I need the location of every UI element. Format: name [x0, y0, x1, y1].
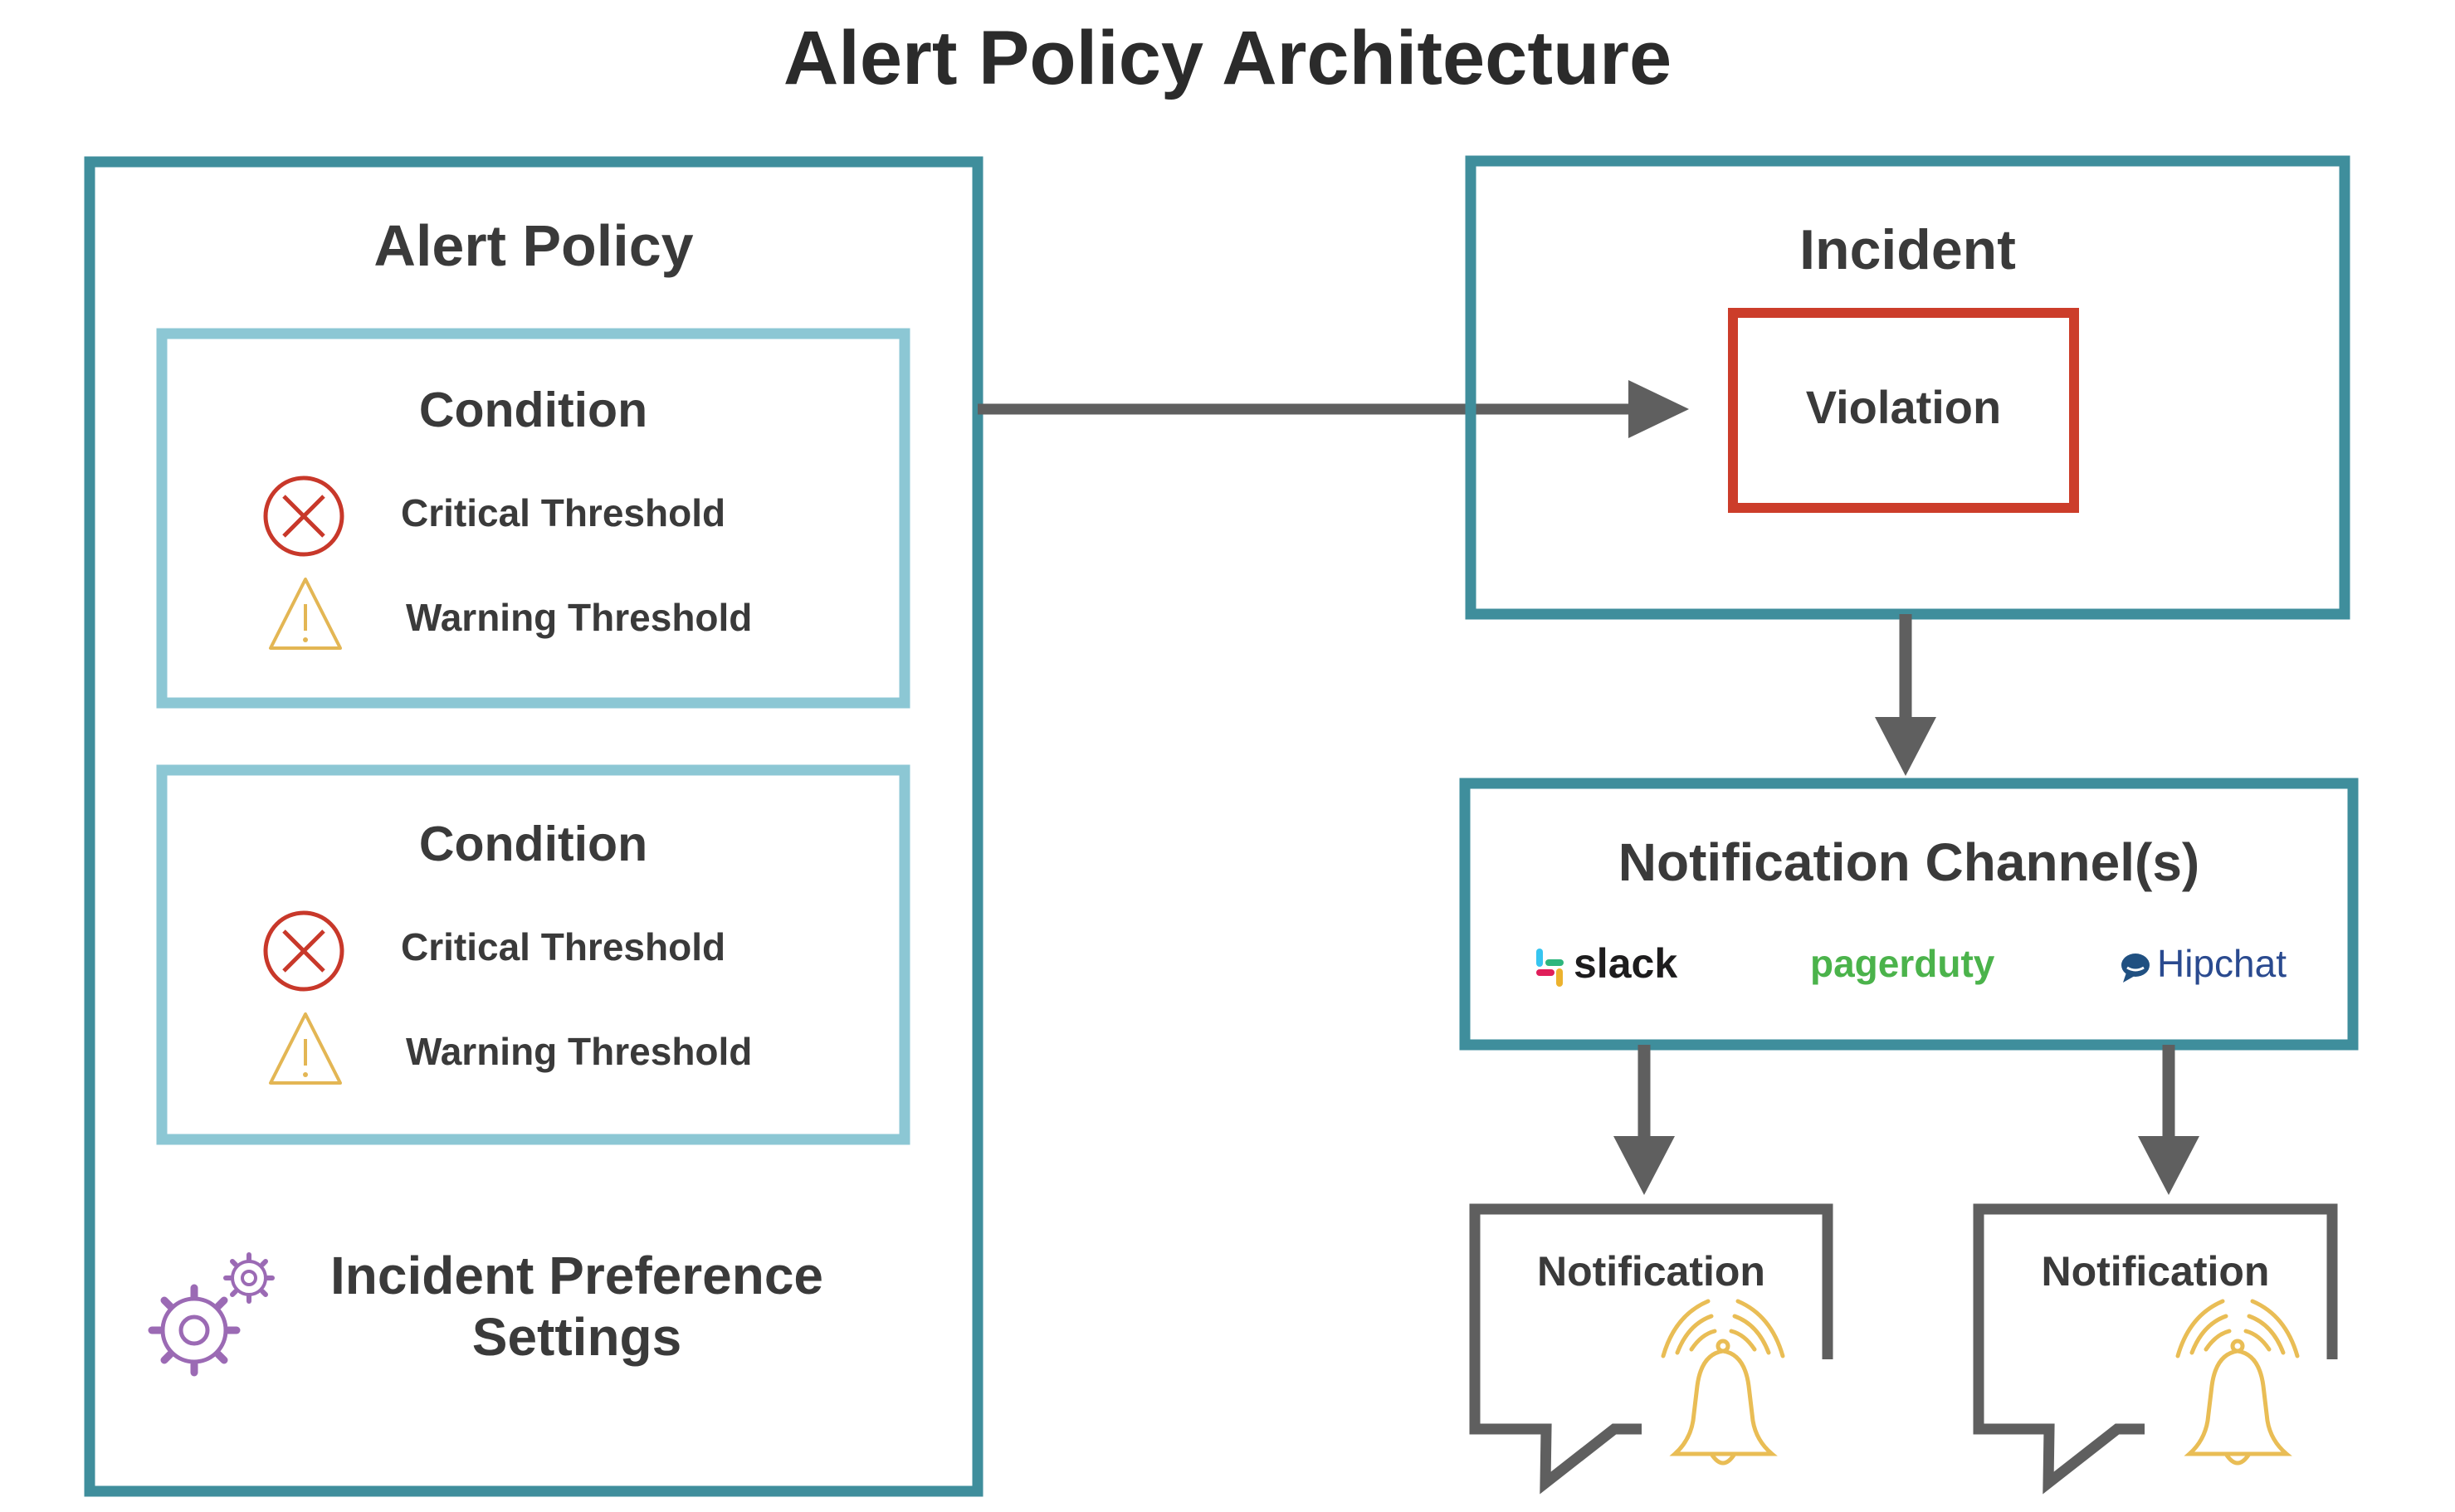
- incident-label: Incident: [1799, 218, 2016, 281]
- notification-channels-box: [1459, 778, 2359, 1051]
- warning-icon: [269, 578, 342, 650]
- condition-box-2: [156, 764, 910, 1145]
- notification-label: Notification: [1537, 1248, 1765, 1295]
- gear-small-icon: [223, 1252, 275, 1304]
- condition-box-1: [156, 328, 910, 709]
- notification-bubble-1: [1469, 1203, 1833, 1495]
- warning-threshold-label: Warning Threshold: [406, 1030, 753, 1073]
- notification-channels-label: Notification Channel(s): [1618, 832, 2200, 892]
- critical-icon: [263, 910, 344, 992]
- notification-bubble-2: [1973, 1203, 2338, 1495]
- slack-logo-icon: [1536, 949, 1564, 987]
- condition-label: Condition: [418, 817, 648, 871]
- bell-ringing-icon: [1661, 1299, 1785, 1466]
- violation-box: [1728, 308, 2079, 513]
- hipchat-label: Hipchat: [2157, 942, 2287, 985]
- critical-icon: [263, 476, 344, 557]
- gear-icon: [148, 1284, 241, 1377]
- critical-threshold-label: Critical Threshold: [401, 925, 726, 968]
- warning-threshold-label: Warning Threshold: [406, 596, 753, 639]
- channels-to-notification-arrow-1: [1613, 1045, 1675, 1195]
- bell-ringing-icon: [2175, 1299, 2300, 1466]
- page-title: Alert Policy Architecture: [783, 16, 1672, 100]
- policy-to-violation-arrow: [978, 380, 1689, 438]
- alert-policy-box: [84, 156, 983, 1497]
- slack-label: slack: [1574, 940, 1678, 987]
- notification-label: Notification: [2041, 1248, 2270, 1295]
- condition-label: Condition: [418, 383, 648, 437]
- incident-preference-label: Incident Preference: [330, 1246, 823, 1305]
- channels-to-notification-arrow-2: [2138, 1045, 2199, 1195]
- violation-label: Violation: [1805, 381, 2002, 433]
- warning-icon: [269, 1012, 342, 1085]
- alert-policy-label: Alert Policy: [373, 213, 694, 278]
- hipchat-logo-icon: [2121, 954, 2150, 983]
- incident-preference-label-line2: Settings: [471, 1307, 682, 1367]
- incident-to-channels-arrow: [1875, 614, 1936, 776]
- critical-threshold-label: Critical Threshold: [401, 491, 726, 534]
- pagerduty-label: pagerduty: [1810, 942, 1995, 985]
